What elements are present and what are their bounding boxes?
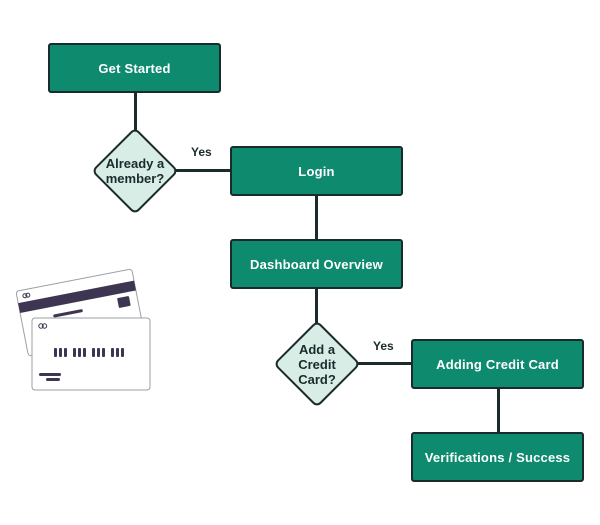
connector-addcard-adding: [357, 362, 413, 365]
node-login: Login: [230, 146, 403, 196]
node-dashboard-overview: Dashboard Overview: [230, 239, 403, 289]
node-adding-credit-card: Adding Credit Card: [411, 339, 584, 389]
decision-label: Already a member?: [106, 156, 165, 186]
node-get-started: Get Started: [48, 43, 221, 93]
decision-label: Add a Credit Card?: [298, 342, 336, 387]
node-label: Login: [298, 163, 335, 179]
connector-login-dashboard: [315, 194, 318, 240]
decision-label-line: Add a: [298, 341, 336, 357]
credit-cards-icon: [15, 268, 151, 391]
edge-label-yes: Yes: [191, 145, 212, 159]
node-label: Get Started: [98, 60, 171, 76]
edge-label-yes: Yes: [373, 339, 394, 353]
decision-already-member: Already a member?: [91, 127, 179, 215]
decision-label-line: Card?: [298, 371, 336, 387]
node-label: Adding Credit Card: [436, 356, 559, 372]
decision-add-credit-card: Add a Credit Card?: [273, 320, 361, 408]
connector-adding-verifications: [497, 388, 500, 434]
connector-dashboard-addcard: [315, 289, 318, 325]
decision-label-line: member?: [105, 171, 165, 186]
decision-label-line: Already a: [105, 156, 165, 171]
credit-cards-illustration: [12, 262, 162, 397]
node-label: Verifications / Success: [424, 449, 571, 465]
connector-member-login: [176, 169, 232, 172]
node-label: Dashboard Overview: [250, 256, 383, 272]
decision-label-line: Credit: [298, 356, 336, 372]
node-verifications-success: Verifications / Success: [411, 432, 584, 482]
connector-getstarted-member: [134, 92, 137, 132]
